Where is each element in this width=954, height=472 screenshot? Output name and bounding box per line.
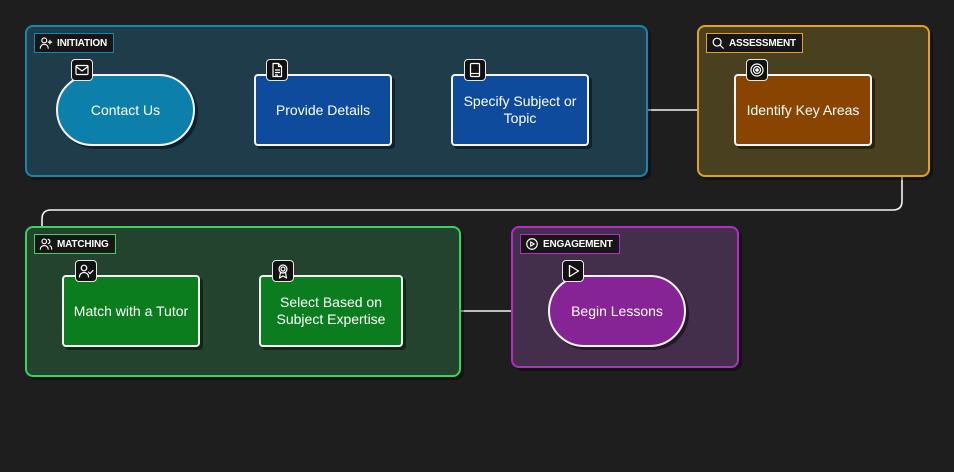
initiation-group-title: INITIATION <box>57 37 108 49</box>
begin-lessons-badge <box>562 260 584 282</box>
users-icon <box>39 238 53 250</box>
engagement-group-title: ENGAGEMENT <box>543 238 613 250</box>
matching-group-label: MATCHING <box>34 234 116 254</box>
user-plus-icon <box>39 37 53 49</box>
begin-lessons-node[interactable]: Begin Lessons <box>548 275 686 347</box>
select-expertise-badge <box>272 260 294 282</box>
user-check-icon <box>78 264 94 278</box>
contact-us-badge <box>71 59 93 81</box>
specify-subject-node[interactable]: Specify Subject or Topic <box>451 74 589 146</box>
play-icon <box>568 264 580 278</box>
initiation-group-label: INITIATION <box>34 33 115 53</box>
book-icon <box>469 62 481 78</box>
search-icon <box>712 37 724 49</box>
assessment-group-title: ASSESSMENT <box>729 37 796 49</box>
assessment-group-label: ASSESSMENT <box>706 33 803 53</box>
contact-us-node[interactable]: Contact Us <box>56 74 195 146</box>
document-icon <box>272 62 283 78</box>
select-expertise-node[interactable]: Select Based on Subject Expertise <box>259 275 403 347</box>
award-icon <box>278 264 288 279</box>
provide-details-badge <box>266 59 288 81</box>
identify-key-areas-node[interactable]: Identify Key Areas <box>734 74 872 146</box>
mail-icon <box>75 64 89 76</box>
match-tutor-node[interactable]: Match with a Tutor <box>62 275 200 347</box>
target-icon <box>750 63 764 77</box>
specify-subject-badge <box>464 59 486 81</box>
matching-group-title: MATCHING <box>57 238 109 250</box>
engagement-group-label: ENGAGEMENT <box>520 234 620 254</box>
identify-key-areas-badge <box>746 59 768 81</box>
provide-details-node[interactable]: Provide Details <box>254 74 392 146</box>
match-tutor-badge <box>75 260 97 282</box>
play-circle-icon <box>526 238 538 250</box>
